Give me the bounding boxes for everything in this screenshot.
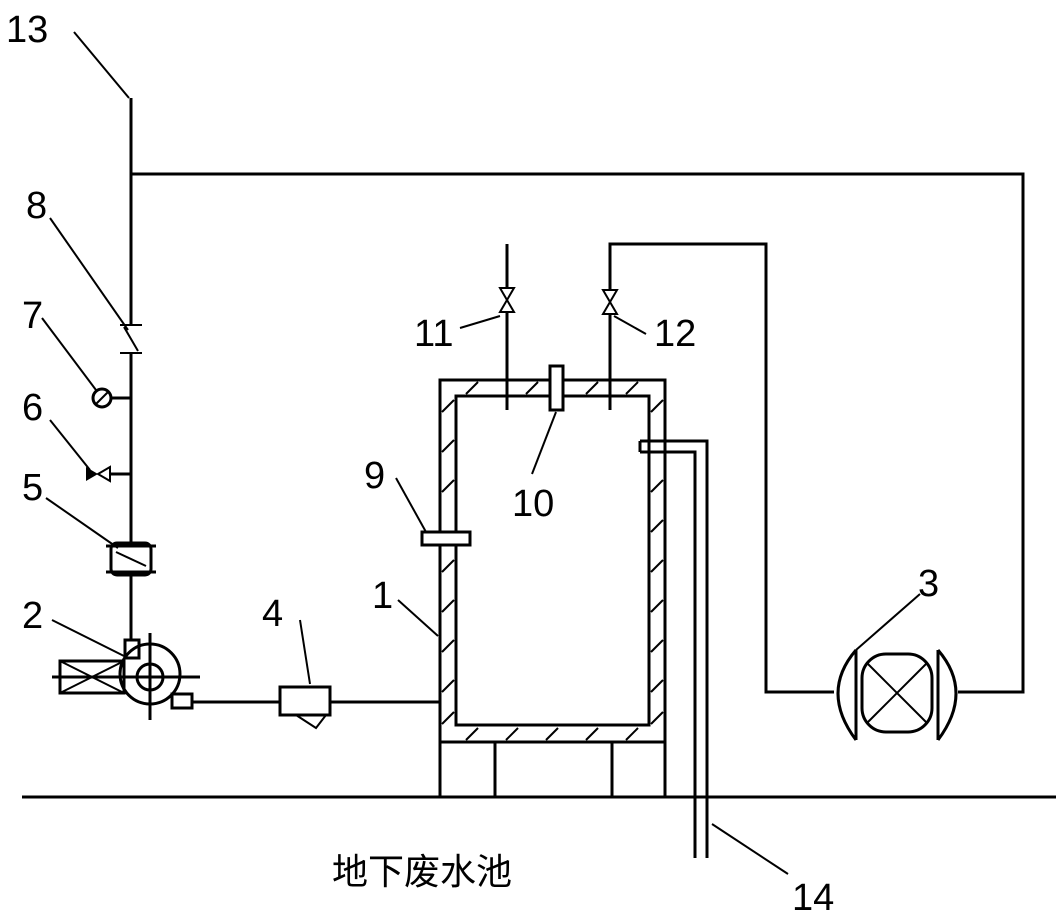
label-10: 10 — [512, 483, 554, 525]
label-8: 8 — [26, 185, 47, 227]
label-6: 6 — [22, 387, 43, 429]
label-9: 9 — [364, 455, 385, 497]
fan-3 — [836, 649, 958, 741]
label-4: 4 — [262, 593, 283, 635]
caption-underground-wastewater-pool: 地下废水池 — [332, 852, 512, 893]
return-pipe-top — [131, 172, 1025, 694]
valve-12 — [601, 289, 619, 410]
pressure-gauge-7 — [91, 387, 131, 409]
label-2: 2 — [22, 595, 43, 637]
label-7: 7 — [22, 295, 43, 337]
check-valve-8 — [120, 324, 142, 354]
label-1: 1 — [372, 575, 393, 617]
label-13: 13 — [6, 9, 48, 51]
overflow-pipe-14 — [638, 439, 709, 858]
side-port-9 — [420, 530, 472, 547]
pump-2 — [52, 633, 280, 720]
label-11: 11 — [414, 313, 453, 355]
flow-meter-5 — [106, 541, 156, 577]
label-5: 5 — [22, 467, 43, 509]
label-3: 3 — [918, 563, 939, 605]
label-14: 14 — [792, 877, 834, 919]
valve-11 — [498, 244, 516, 410]
leader-lines — [41, 31, 921, 875]
label-12: 12 — [654, 313, 696, 355]
tank-insulation-hatching — [441, 381, 664, 741]
valve-6 — [86, 465, 131, 483]
top-port-10 — [548, 364, 565, 412]
filter-4 — [278, 685, 440, 730]
gas-pipe-to-fan — [608, 242, 834, 694]
